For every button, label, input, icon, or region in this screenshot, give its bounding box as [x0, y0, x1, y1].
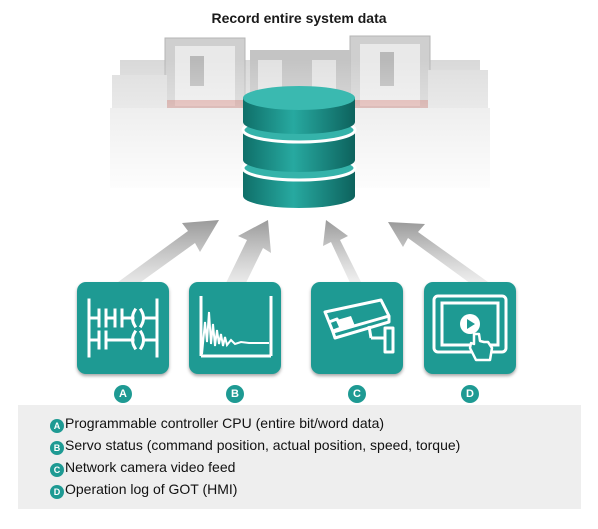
legend-marker-a: A: [50, 419, 64, 433]
data-flow-arrows: [114, 220, 488, 297]
badge-c: C: [348, 385, 366, 403]
servo-waveform-icon: [199, 296, 273, 358]
touch-panel-icon: [432, 294, 508, 362]
legend-text-a: Programmable controller CPU (entire bit/…: [65, 415, 385, 431]
tile-servo-status: [189, 282, 281, 374]
tile-programmable-controller: [77, 282, 169, 374]
legend-marker-d: D: [50, 485, 64, 499]
tile-got-hmi: [424, 282, 516, 374]
badge-a: A: [114, 385, 132, 403]
legend-text-d: Operation log of GOT (HMI): [65, 481, 238, 497]
tile-network-camera: [311, 282, 403, 374]
ladder-logic-icon: [87, 298, 159, 358]
network-camera-icon: [323, 298, 395, 354]
database-icon: [241, 86, 357, 208]
legend-text-c: Network camera video feed: [65, 459, 236, 475]
badge-d: D: [461, 385, 479, 403]
diagram-title: Record entire system data: [211, 10, 387, 26]
badge-b: B: [226, 385, 244, 403]
legend-text-b: Servo status (command position, actual p…: [65, 437, 461, 453]
legend-marker-b: B: [50, 441, 64, 455]
legend-marker-c: C: [50, 463, 64, 477]
